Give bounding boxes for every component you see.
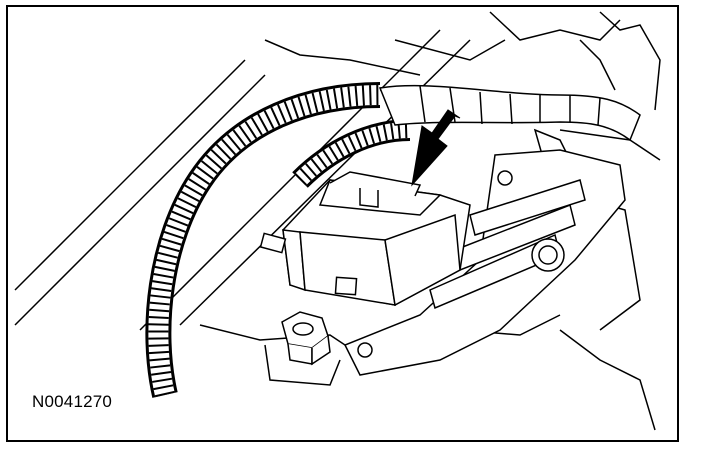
electrical-connector bbox=[259, 171, 471, 307]
corrugated-harness bbox=[145, 82, 411, 398]
figure-reference-code: N0041270 bbox=[30, 392, 115, 412]
indicator-arrow bbox=[411, 109, 461, 187]
mounting-bracket bbox=[343, 149, 626, 376]
hex-bolt bbox=[264, 311, 341, 386]
